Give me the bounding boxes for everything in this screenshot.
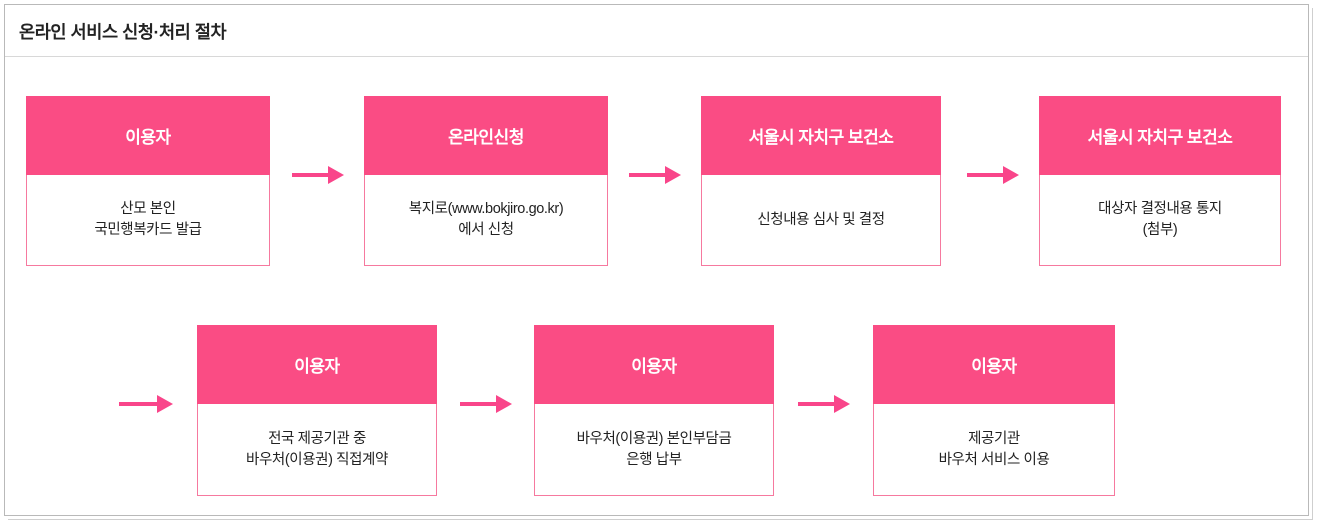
node-user-card-body-line: 산모 본인 [120,201,176,218]
node-online-apply-body-text: 복지로(www.bokjiro.go.kr) 에서 신청 [409,199,564,240]
flow-arrow-icon [460,392,512,416]
page-title: 온라인 서비스 신청·처리 절차 [19,22,227,42]
arrow-head-icon [496,395,512,413]
node-health-center-notify-body-text: 대상자 결정내용 통지 (첨부) [1098,199,1222,240]
node-user-contract-header: 이용자 [197,325,437,404]
flow-arrow-icon [119,392,173,416]
node-health-center-notify-header: 서울시 자치구 보건소 [1039,96,1281,175]
node-online-apply-body-line: 복지로(www.bokjiro.go.kr) [408,201,564,218]
node-online-apply-body: 복지로(www.bokjiro.go.kr) 에서 신청 [364,175,608,266]
panel-title-bar: 온라인 서비스 신청·처리 절차 [5,5,1308,57]
node-online-apply-header: 온라인신청 [364,96,608,175]
flow-arrow-icon [798,392,850,416]
flow-arrow-icon [629,163,681,187]
node-user-contract-body-line: 바우처(이용권) 직접계약 [246,451,388,468]
node-user-card-header: 이용자 [26,96,270,175]
arrow-head-icon [665,166,681,184]
node-health-center-notify-body-line: (첨부) [1142,222,1178,238]
node-user-card-body-line: 국민행복카드 발급 [94,222,202,238]
node-user-service-body-line: 바우처 서비스 이용 [938,451,1050,468]
arrow-head-icon [834,395,850,413]
arrow-shaft [460,402,496,406]
node-health-center-review-header: 서울시 자치구 보건소 [701,96,941,175]
node-online-apply-body-line: 에서 신청 [458,222,514,238]
node-user-payment-header: 이용자 [534,325,774,404]
node-health-center-notify-body-line: 대상자 결정내용 통지 [1098,201,1222,218]
node-health-center-review-body-text: 신청내용 심사 및 결정 [757,210,885,231]
arrow-shaft [798,402,834,406]
node-health-center-notify-body: 대상자 결정내용 통지 (첨부) [1039,175,1281,266]
arrow-head-icon [1003,166,1019,184]
arrow-shaft [119,402,157,406]
arrow-shaft [292,173,328,177]
node-user-payment-body-line: 바우처(이용권) 본인부담금 [576,430,732,447]
arrow-head-icon [157,395,173,413]
arrow-shaft [629,173,665,177]
arrow-head-icon [328,166,344,184]
node-health-center-review-body: 신청내용 심사 및 결정 [701,175,941,266]
node-user-service-header: 이용자 [873,325,1115,404]
node-user-payment-body-line: 은행 납부 [626,451,682,468]
flow-arrow-icon [967,163,1019,187]
node-health-center-review-body-line: 신청내용 심사 및 결정 [757,211,885,228]
node-user-service-body-line: 제공기관 [968,430,1020,447]
arrow-shaft [967,173,1003,177]
node-user-contract-body-line: 전국 제공기관 중 [268,430,366,447]
flow-arrow-icon [292,163,344,187]
